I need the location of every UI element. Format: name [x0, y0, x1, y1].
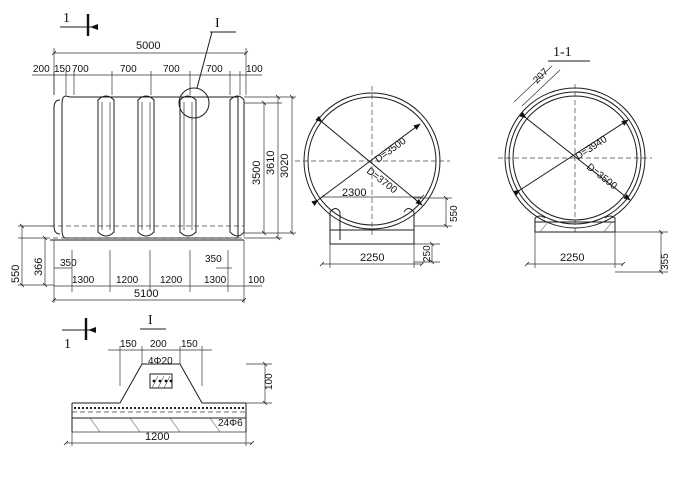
dim-top-1: 150: [54, 64, 71, 75]
detail-marker-label: I: [215, 16, 220, 31]
section-base-height: 355: [660, 253, 671, 270]
dim-overall-top-label: 5000: [136, 40, 160, 52]
dim-right-0: 3500: [251, 161, 263, 185]
detail-width-dim: 1200: [63, 431, 255, 446]
pipe-ring-3: [179, 95, 197, 237]
dim-top-3: 700: [120, 64, 137, 75]
detail-title: I: [148, 313, 153, 328]
detail-top-dim-0: 150: [120, 339, 137, 350]
section-marker-top: 1: [60, 11, 98, 36]
detail-rebar-top-label: 4Φ20: [148, 356, 173, 367]
section-base: [534, 215, 616, 233]
pipe-body: [50, 95, 245, 241]
detail-rib: [71, 363, 247, 433]
dim-right-1: 3610: [265, 151, 277, 175]
section-d-inner: D=3500: [584, 162, 619, 193]
end-view-dims: 550 2250 250: [319, 195, 460, 268]
section-view: 1-1 D=3940 D=3500 207 2250: [498, 45, 671, 275]
dim-chain-left: 550 366: [10, 223, 54, 288]
dim-bottom-1: 1200: [116, 275, 139, 286]
detail-view: 1 I 150 200 150: [62, 313, 275, 446]
dim-bottom-2: 1200: [160, 275, 183, 286]
dim-overall-top: 5000: [51, 40, 249, 95]
section-view-title: 1-1: [553, 45, 572, 60]
detail-section-marker: 1: [62, 318, 96, 352]
detail-top-dim-2: 150: [181, 339, 198, 350]
end-view-base-bottom: 2250: [360, 252, 384, 264]
detail-width: 1200: [145, 431, 169, 443]
detail-marker-callout: I: [178, 16, 236, 119]
end-view-base-offset: 250: [422, 245, 433, 262]
end-view-base-width: 2300: [342, 187, 366, 199]
dim-left-1: 366: [33, 258, 45, 276]
dim-top-6: 100: [246, 64, 263, 75]
detail-top-dims: 150 200 150: [108, 339, 212, 386]
front-view: 1 I 5000: [10, 11, 296, 303]
dim-top-4: 700: [163, 64, 180, 75]
detail-section-marker-label: 1: [64, 337, 71, 352]
detail-height: 100: [264, 373, 275, 390]
dim-top-2: 700: [72, 64, 89, 75]
dim-small-left: 350: [60, 258, 77, 269]
dim-bottom-3: 1300: [204, 275, 227, 286]
dim-chain-top: 200 150 700 700 700 700 100: [32, 64, 263, 95]
detail-top-dim-1: 200: [150, 339, 167, 350]
dim-small-right: 350: [205, 254, 222, 265]
section-dims: 2250 355: [524, 229, 671, 275]
end-view-base-height: 550: [449, 205, 460, 222]
end-view: D=3500 D=3700 2300 550 2250 250: [295, 86, 460, 268]
section-marker-top-label: 1: [63, 11, 70, 26]
section-base-bottom: 2250: [560, 252, 584, 264]
detail-rebar-bottom-label: 24Φ6: [218, 418, 243, 429]
pipe-ring-1: [97, 95, 115, 237]
dim-right-2: 3020: [279, 154, 291, 178]
dim-bottom-0: 1300: [72, 275, 95, 286]
detail-circle: [178, 87, 210, 119]
dim-left-0: 550: [10, 265, 22, 283]
dim-bottom-4: 100: [248, 275, 265, 286]
dim-chain-right: 3500 3610 3020: [244, 94, 296, 241]
dim-overall-bottom-label: 5100: [134, 288, 158, 300]
dim-top-5: 700: [206, 64, 223, 75]
pipe-ring-end: [229, 95, 245, 237]
end-view-base: 2300: [319, 187, 425, 245]
pipe-ring-2: [137, 95, 155, 237]
dim-chain-bottom: 1300 1200 1200 1300 100 5100: [51, 240, 265, 303]
detail-height-dim: 100: [246, 361, 275, 406]
dim-top-0: 200: [33, 64, 50, 75]
